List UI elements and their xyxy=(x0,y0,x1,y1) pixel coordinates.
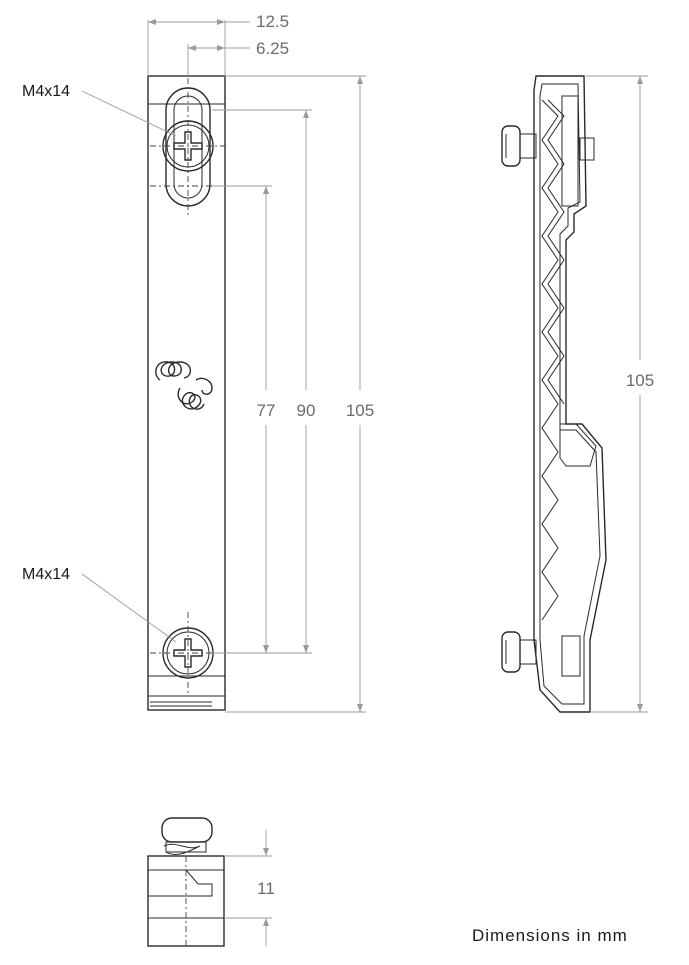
bottom-screw-label: M4x14 xyxy=(22,566,70,583)
spring-icon xyxy=(155,361,213,410)
bottom-screw-head xyxy=(161,817,213,843)
dimension-105-label: 105 xyxy=(346,401,374,420)
side-bottom-screw-icon xyxy=(501,631,537,673)
side-profile-outline xyxy=(533,75,607,713)
top-screw-label: M4x14 xyxy=(22,83,70,100)
units-note: Dimensions in mm xyxy=(472,926,628,945)
front-view: 12.5 6.25 M4x14 M4x14 77 90 105 xyxy=(22,12,374,713)
side-top-screw-icon xyxy=(501,125,537,167)
dimension-77-label: 77 xyxy=(257,401,276,420)
width-dimension-label: 12.5 xyxy=(256,12,289,31)
half-width-dimension-label: 6.25 xyxy=(256,39,289,58)
dimension-90-label: 90 xyxy=(297,401,316,420)
front-body-outline xyxy=(147,75,226,711)
side-height-dimension-label: 105 xyxy=(626,371,654,390)
bottom-height-dimension-label: 11 xyxy=(257,879,275,898)
bottom-view: 11 xyxy=(147,817,275,947)
top-slot xyxy=(165,87,211,207)
side-view: 105 xyxy=(501,75,654,713)
